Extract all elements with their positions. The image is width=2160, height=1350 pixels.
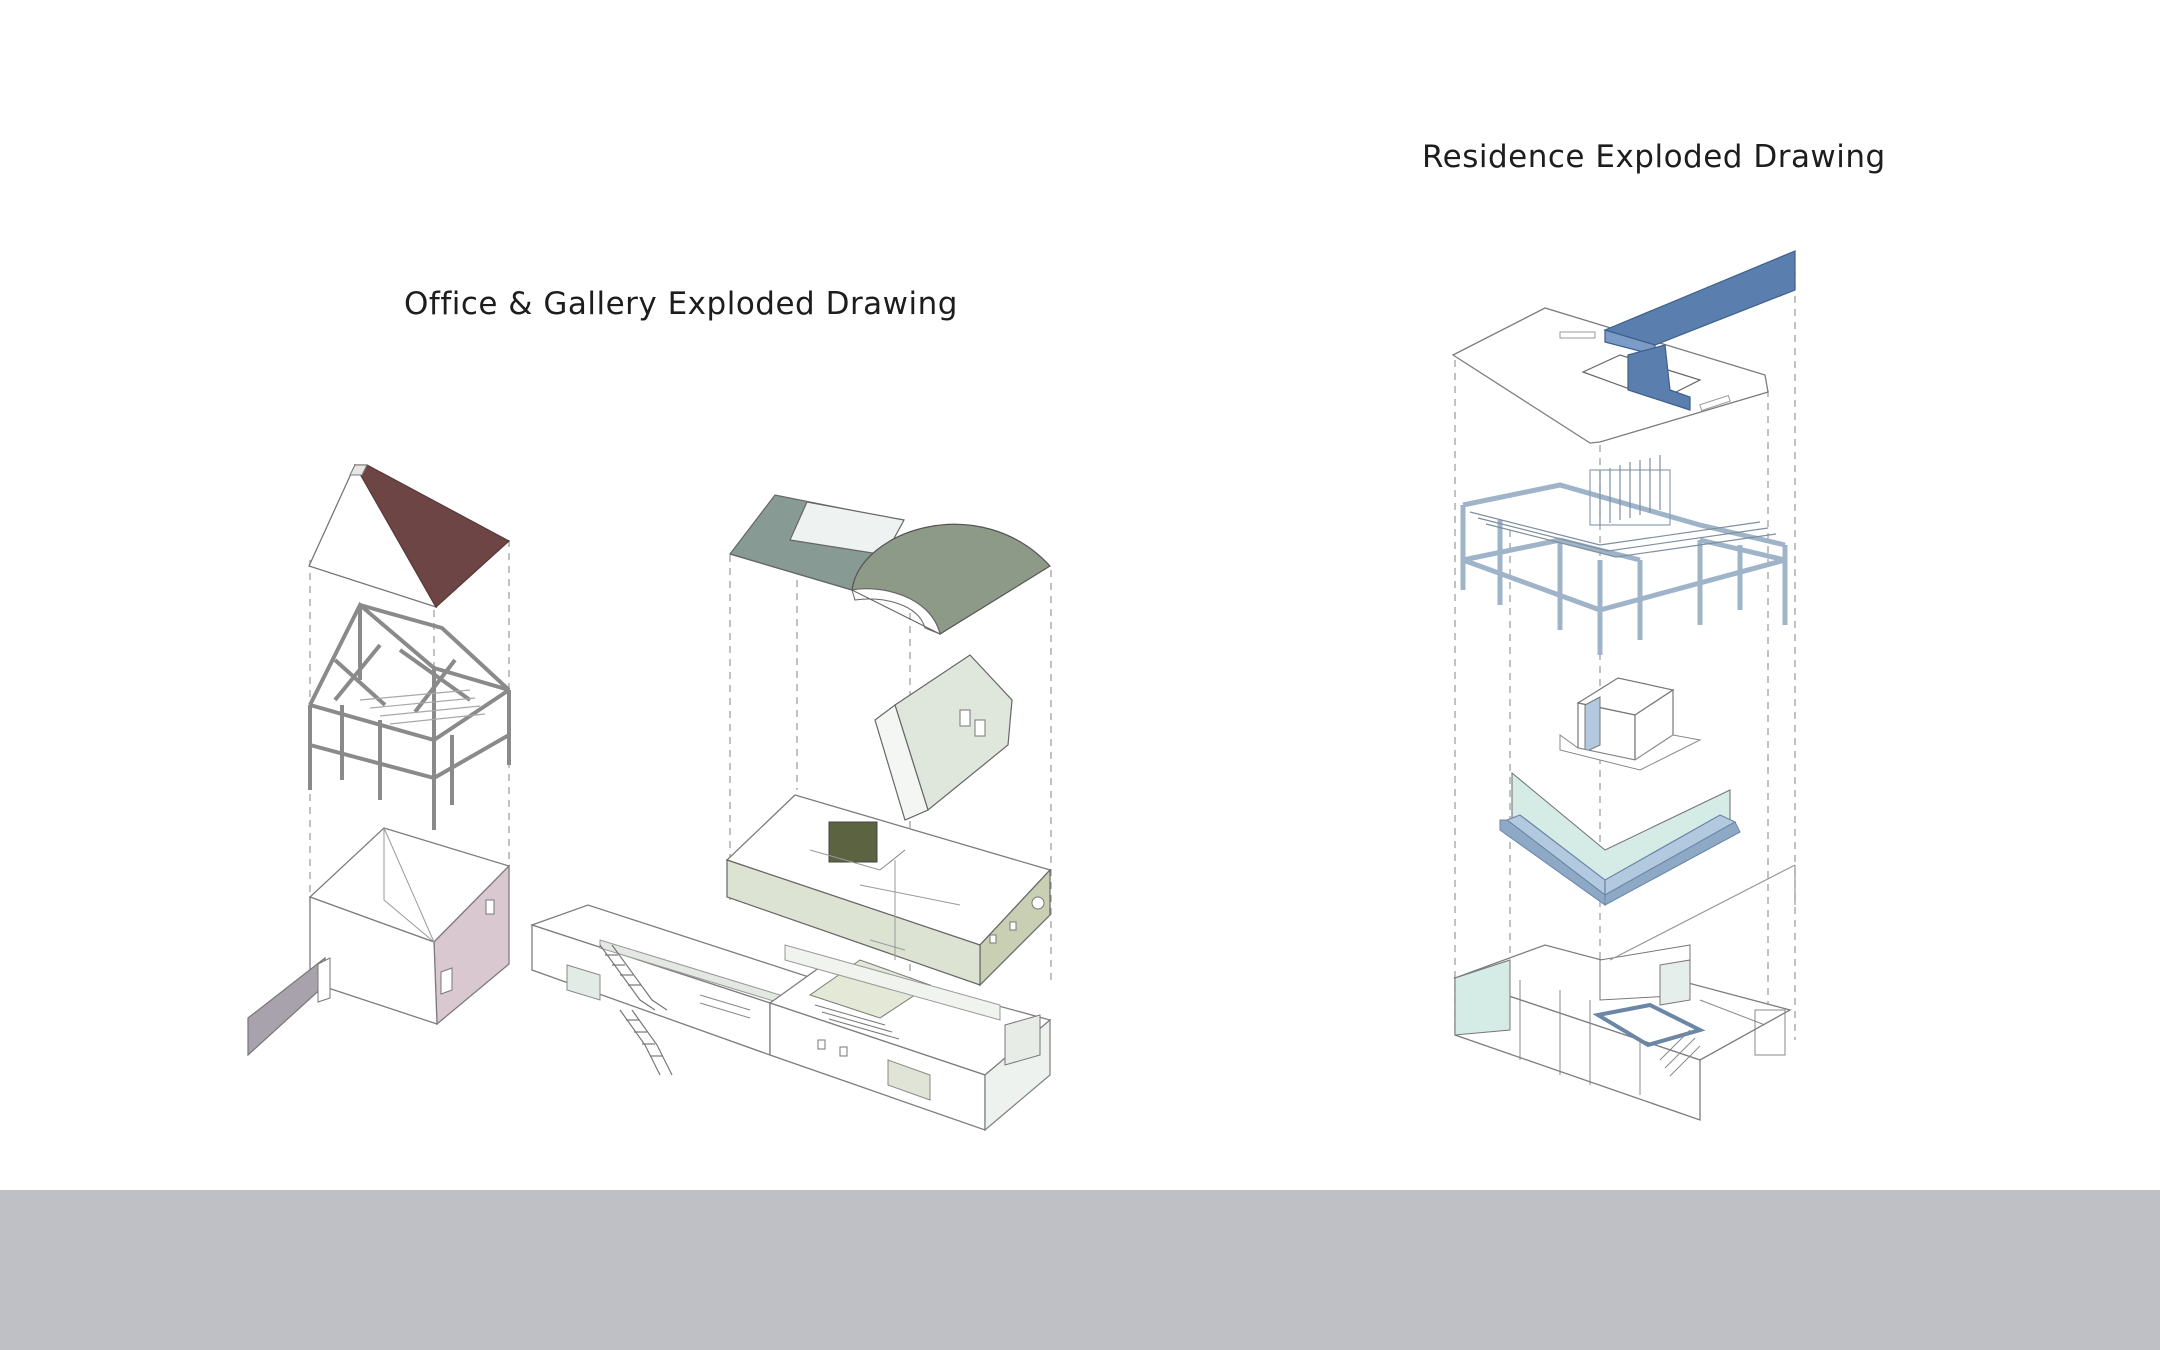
footer-band — [0, 1190, 2160, 1350]
office-exploded-drawing — [247, 463, 1052, 1132]
residence-roof-box — [1559, 677, 1702, 771]
mauve-volume — [247, 827, 511, 1057]
residence-title: Residence Exploded Drawing — [1422, 139, 1886, 175]
residence-glass-wall — [1499, 771, 1741, 906]
residence-steel-frame — [1460, 482, 1788, 655]
curved-wall — [874, 654, 1013, 821]
vaulted-roof — [728, 494, 1052, 1005]
residence-exploded-drawing — [1451, 250, 1796, 1121]
timber-frame — [308, 601, 511, 830]
gable-roof — [308, 463, 511, 609]
drawing-canvas: Office & Gallery Exploded Drawing Reside… — [247, 139, 1886, 1132]
exploded-drawings — [247, 250, 1796, 1132]
gallery-upper-floor — [725, 794, 1052, 987]
gallery-ground-floor — [529, 904, 1052, 1132]
residence-ground-floor — [1453, 864, 1796, 1121]
residence-roof-slab — [1451, 250, 1796, 444]
office-gallery-title: Office & Gallery Exploded Drawing — [404, 286, 958, 322]
